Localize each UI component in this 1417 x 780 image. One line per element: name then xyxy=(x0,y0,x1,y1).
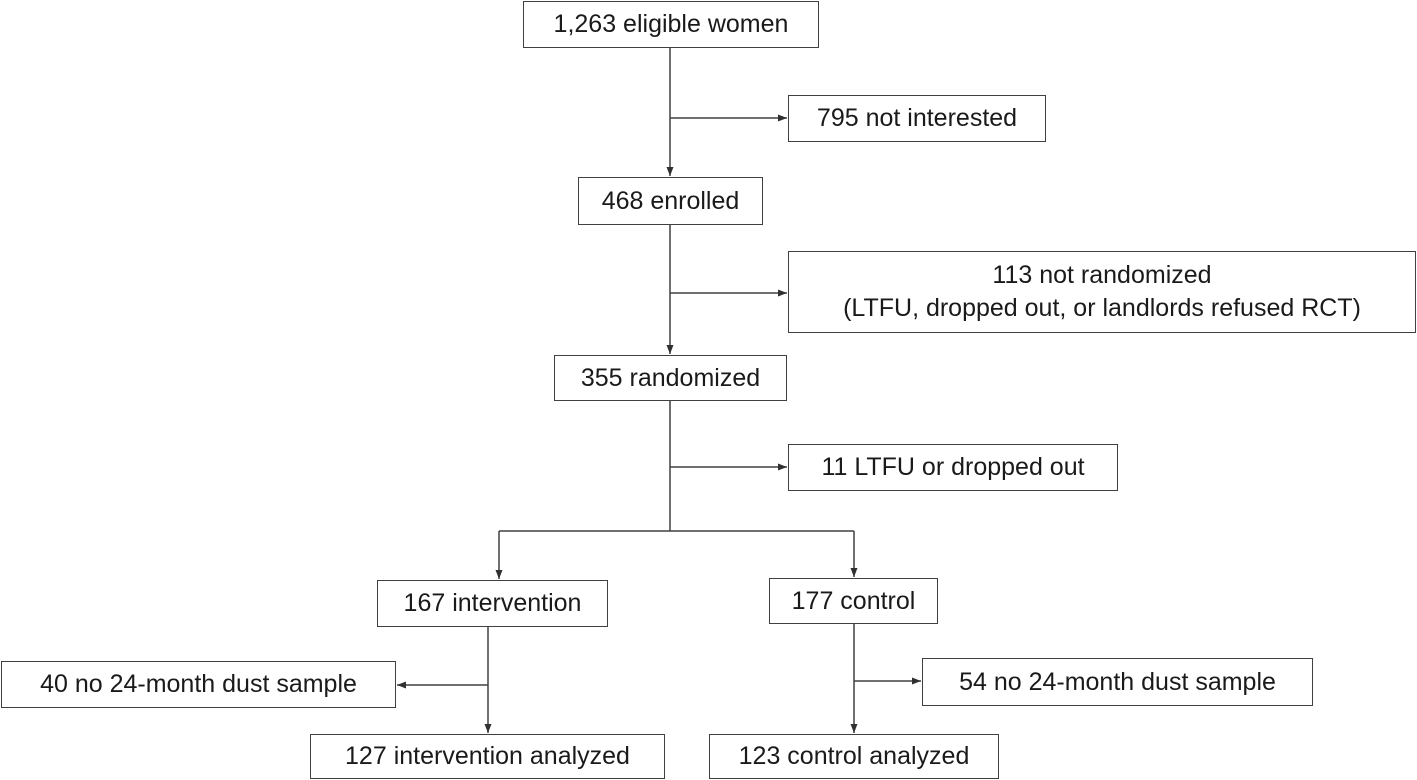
enrolled-box: 468 enrolled xyxy=(578,177,763,225)
eligible-women-label: 1,263 eligible women xyxy=(553,10,789,38)
no-dust-intervention-box: 40 no 24-month dust sample xyxy=(1,661,396,708)
intervention-analyzed-label: 127 intervention analyzed xyxy=(345,742,630,770)
intervention-analyzed-box: 127 intervention analyzed xyxy=(310,734,665,779)
enrolled-label: 468 enrolled xyxy=(601,186,740,215)
intervention-label: 167 intervention xyxy=(403,589,582,617)
no-dust-control-label: 54 no 24-month dust sample xyxy=(959,667,1276,696)
not-randomized-box: 113 not randomized (LTFU, dropped out, o… xyxy=(788,251,1416,333)
not-interested-box: 795 not interested xyxy=(788,95,1046,142)
no-dust-control-box: 54 no 24-month dust sample xyxy=(922,658,1313,706)
control-box: 177 control xyxy=(769,578,938,624)
randomized-label: 355 randomized xyxy=(580,363,761,392)
not-interested-label: 795 not interested xyxy=(816,104,1018,132)
intervention-box: 167 intervention xyxy=(377,580,608,627)
ltfu-box: 11 LTFU or dropped out xyxy=(788,444,1118,491)
not-randomized-label: 113 not randomized xyxy=(992,261,1212,289)
control-analyzed-box: 123 control analyzed xyxy=(709,734,999,779)
randomized-box: 355 randomized xyxy=(554,355,787,401)
not-randomized-reason: (LTFU, dropped out, or landlords refused… xyxy=(843,294,1361,322)
no-dust-intervention-label: 40 no 24-month dust sample xyxy=(40,670,357,698)
control-label: 177 control xyxy=(791,586,916,615)
eligible-women-box: 1,263 eligible women xyxy=(523,1,819,48)
control-analyzed-label: 123 control analyzed xyxy=(738,742,970,770)
ltfu-label: 11 LTFU or dropped out xyxy=(821,453,1085,481)
